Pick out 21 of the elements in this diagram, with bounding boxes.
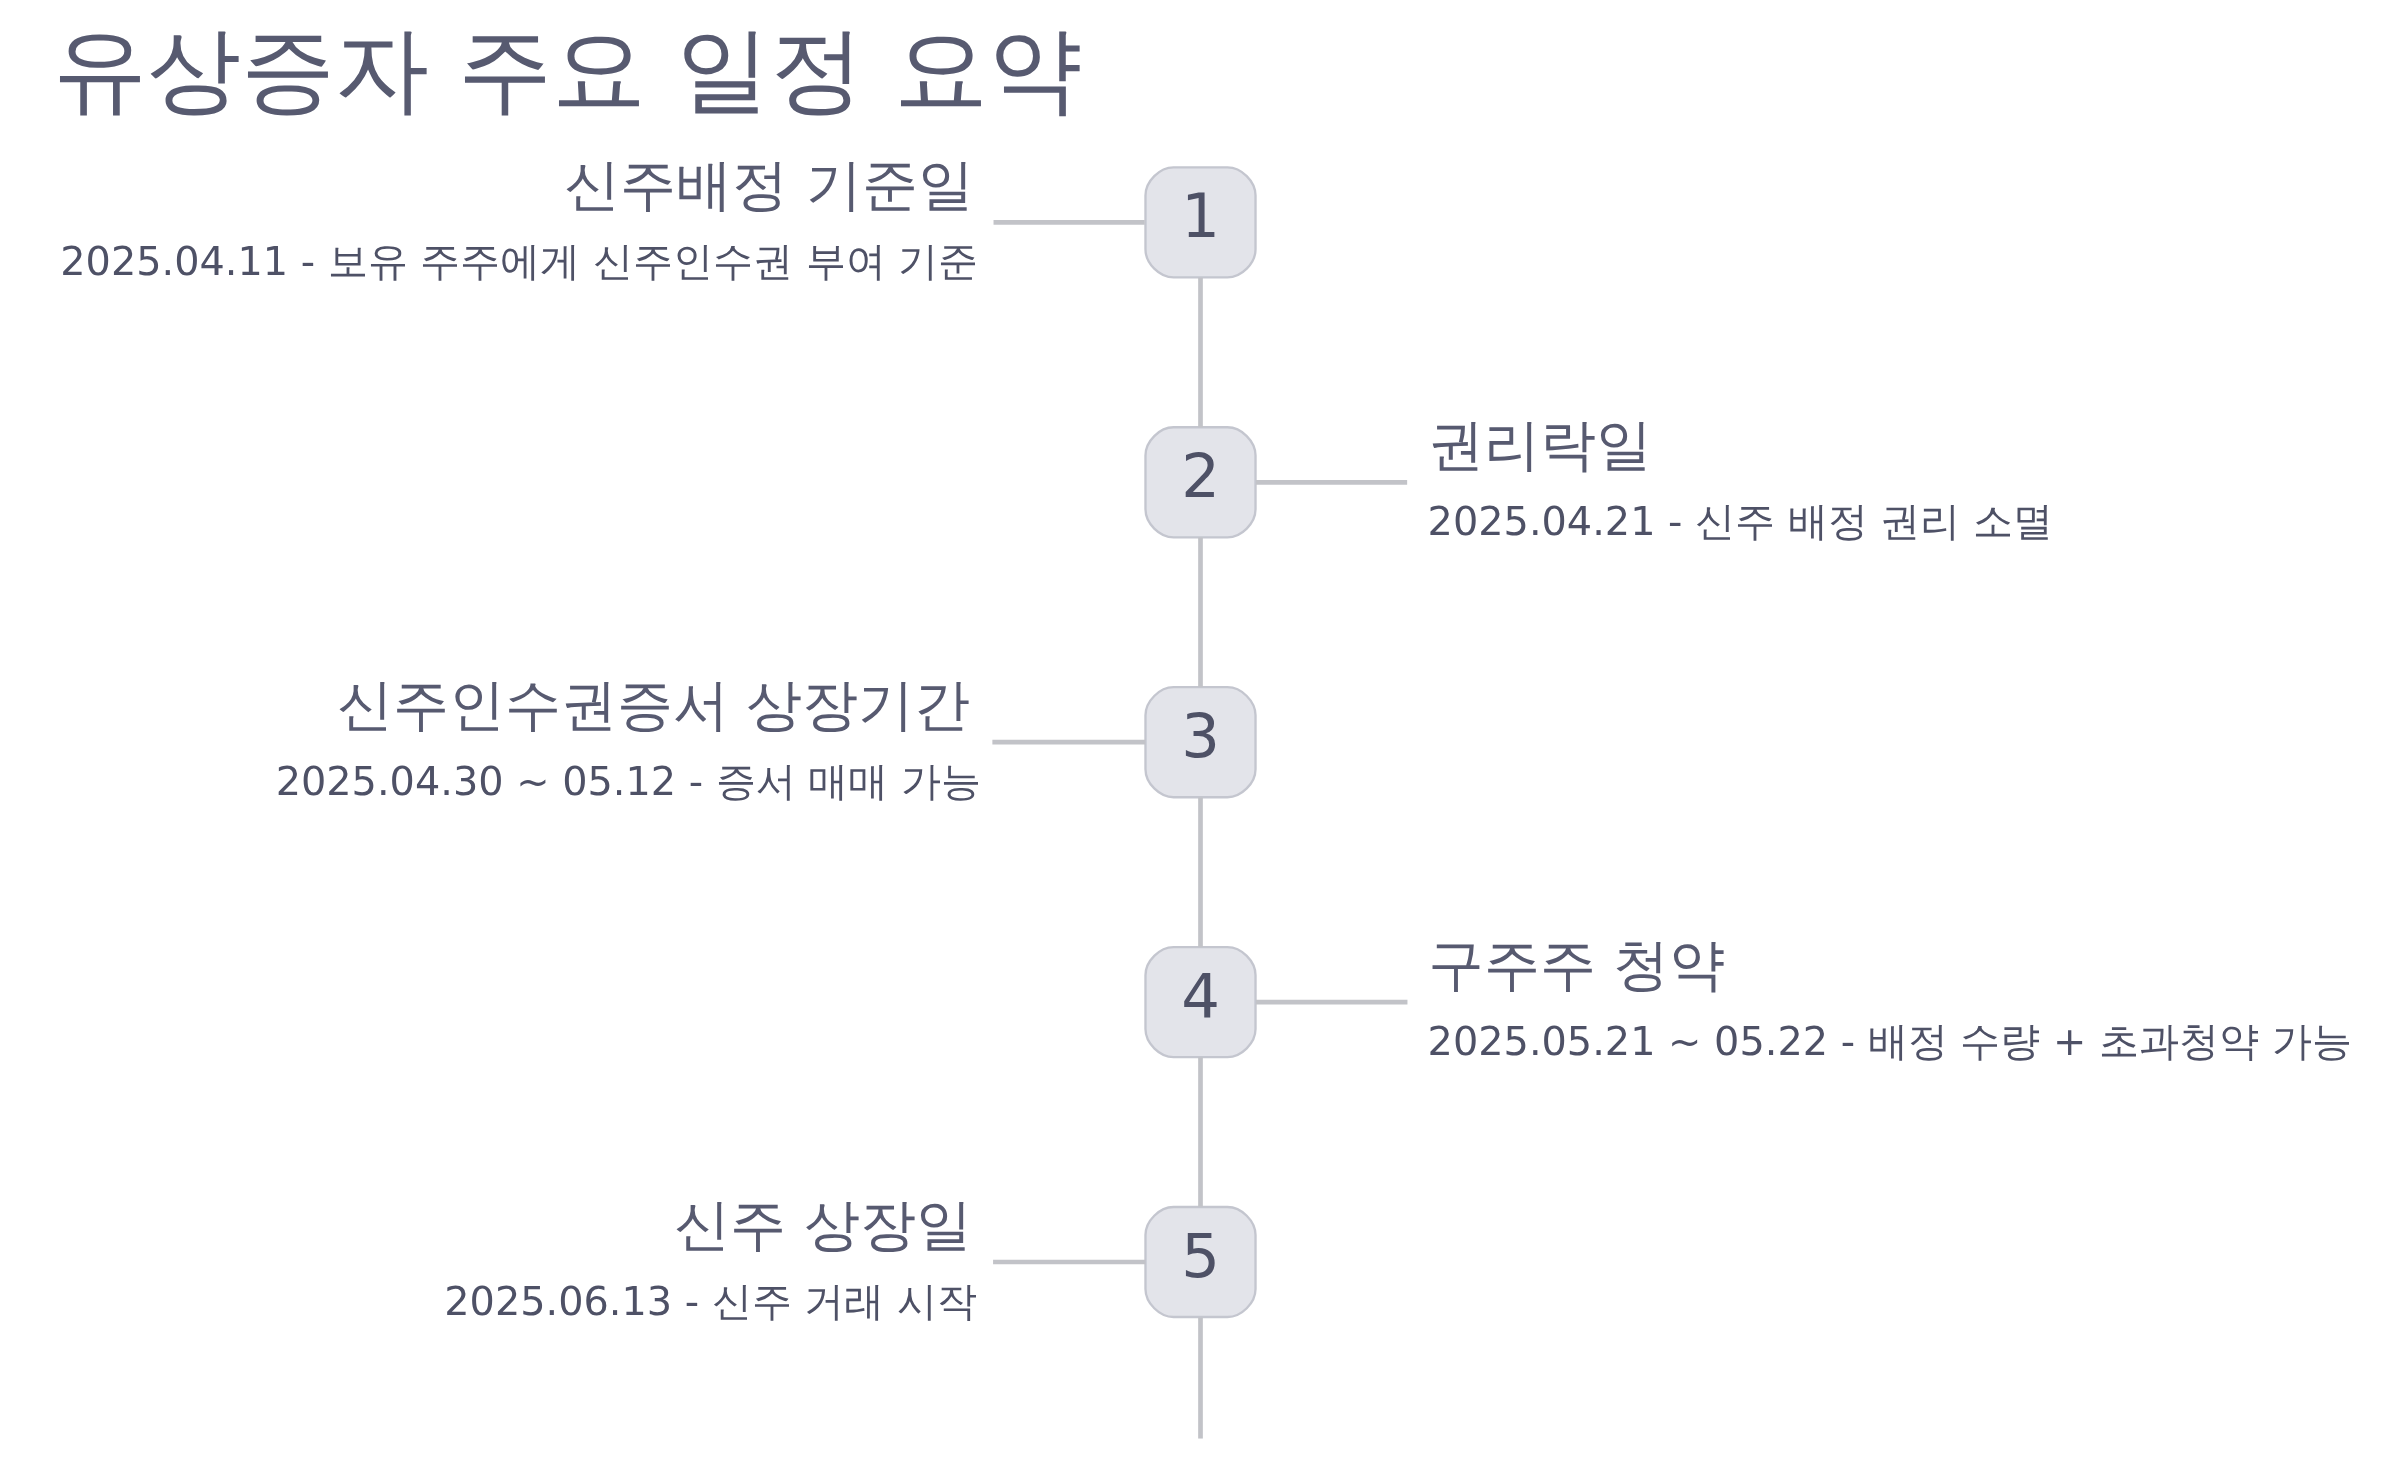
- node-box: 2: [1143, 426, 1257, 539]
- connector: [992, 1259, 1145, 1265]
- node-text: 신주 상장일 2025.06.13 - 신주 거래 시작: [443, 1191, 977, 1324]
- node-text: 신주배정 기준일 2025.04.11 - 보유 주주에게 신주인수권 부여 기준: [59, 152, 978, 285]
- node-text: 신주인수권증서 상장기간 2025.04.30 ~ 05.12 - 증서 매매 가능: [275, 671, 981, 805]
- node-text: 구주주 청약 2025.05.21 ~ 05.22 - 배정 수량 + 초과청약 가능: [1427, 931, 2352, 1065]
- node-box: 5: [1143, 1205, 1257, 1319]
- connector: [1197, 1057, 1203, 1207]
- diagram-title: 유상증자 주요 일정 요약: [52, 14, 1082, 124]
- connector: [1197, 277, 1203, 428]
- connector: [991, 739, 1145, 745]
- node-box: 3: [1143, 686, 1257, 799]
- connector: [1255, 999, 1407, 1005]
- connector: [1197, 537, 1203, 688]
- connector: [1197, 797, 1203, 947]
- node-box: 1: [1143, 166, 1257, 279]
- node-text: 권리락일 2025.04.21 - 신주 배정 권리 소멸: [1427, 412, 2053, 545]
- connector: [1255, 480, 1407, 485]
- connector: [993, 220, 1145, 225]
- connector: [1197, 1317, 1203, 1439]
- node-box: 4: [1143, 945, 1257, 1059]
